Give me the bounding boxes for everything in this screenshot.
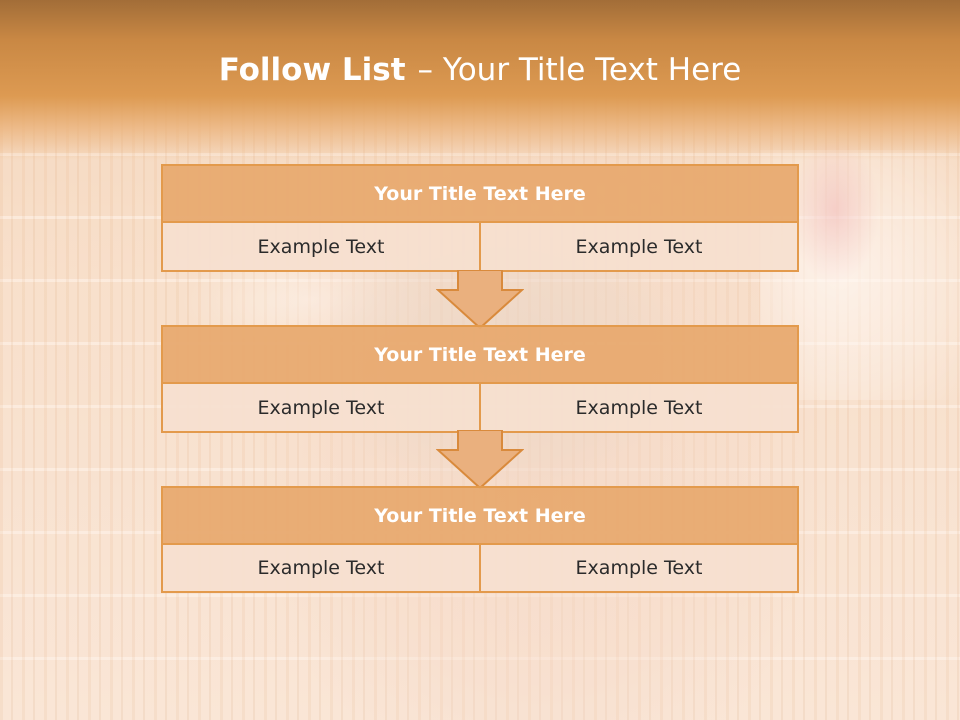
step-row: Example Text Example Text xyxy=(163,223,797,270)
step-title: Your Title Text Here xyxy=(163,166,797,223)
step-box-1: Your Title Text Here Example Text Exampl… xyxy=(161,164,799,272)
step-cell-right: Example Text xyxy=(479,223,797,270)
step-row: Example Text Example Text xyxy=(163,545,797,591)
slide-title: Follow List – Your Title Text Here xyxy=(0,52,960,88)
step-cell-right: Example Text xyxy=(479,545,797,591)
step-box-2: Your Title Text Here Example Text Exampl… xyxy=(161,325,799,433)
step-cell-left: Example Text xyxy=(163,545,479,591)
slide-title-rest: – Your Title Text Here xyxy=(417,52,742,88)
step-row: Example Text Example Text xyxy=(163,384,797,431)
down-arrow-icon xyxy=(436,430,524,490)
step-cell-right: Example Text xyxy=(479,384,797,431)
step-box-3: Your Title Text Here Example Text Exampl… xyxy=(161,486,799,593)
step-title: Your Title Text Here xyxy=(163,488,797,545)
slide-title-bold: Follow List xyxy=(218,52,406,88)
step-title: Your Title Text Here xyxy=(163,327,797,384)
background-flower xyxy=(790,135,880,285)
header-band xyxy=(0,0,960,160)
step-cell-left: Example Text xyxy=(163,223,479,270)
down-arrow-icon xyxy=(436,270,524,330)
step-cell-left: Example Text xyxy=(163,384,479,431)
